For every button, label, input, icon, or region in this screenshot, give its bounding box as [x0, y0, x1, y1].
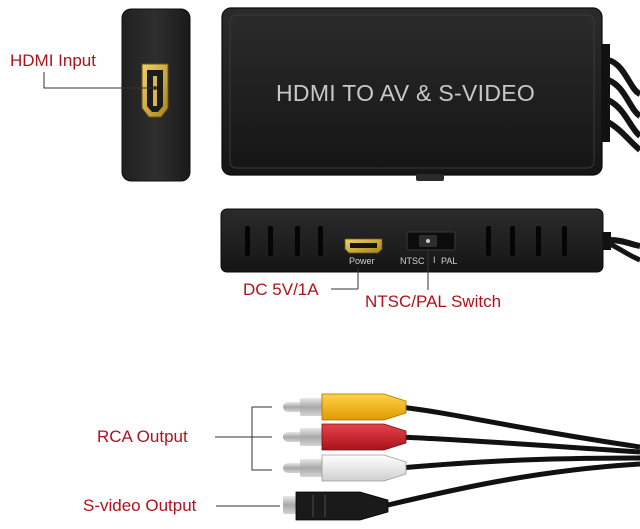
device-title: HDMI TO AV & S-VIDEO — [276, 80, 536, 106]
cable-bundle — [387, 404, 640, 508]
converter-side-view — [220, 208, 640, 273]
hdmi-end-view — [121, 8, 191, 182]
rca-plug-icon — [283, 393, 407, 482]
dc-callout: DC 5V/1A — [243, 280, 319, 299]
vent-slot-icon — [245, 226, 567, 256]
svideo-plug-icon — [283, 491, 389, 521]
switch-divider: I — [433, 255, 436, 265]
ntsc-pal-switch-icon — [406, 231, 456, 251]
mini-hdmi-port-icon — [344, 238, 383, 254]
pal-label: PAL — [441, 256, 458, 266]
rca-output-callout: RCA Output — [97, 427, 188, 446]
converter-top-view — [221, 7, 640, 181]
hdmi-input-leader-line — [43, 72, 155, 89]
switch-callout: NTSC/PAL Switch — [365, 292, 502, 311]
svideo-output-callout: S-video Output — [83, 496, 197, 515]
hdmi-input-callout: HDMI Input — [10, 51, 96, 70]
ntsc-label: NTSC — [400, 256, 425, 266]
hdmi-port-icon — [141, 63, 169, 118]
power-port-label: Power — [349, 256, 375, 266]
rca-bracket-leader — [215, 406, 272, 471]
